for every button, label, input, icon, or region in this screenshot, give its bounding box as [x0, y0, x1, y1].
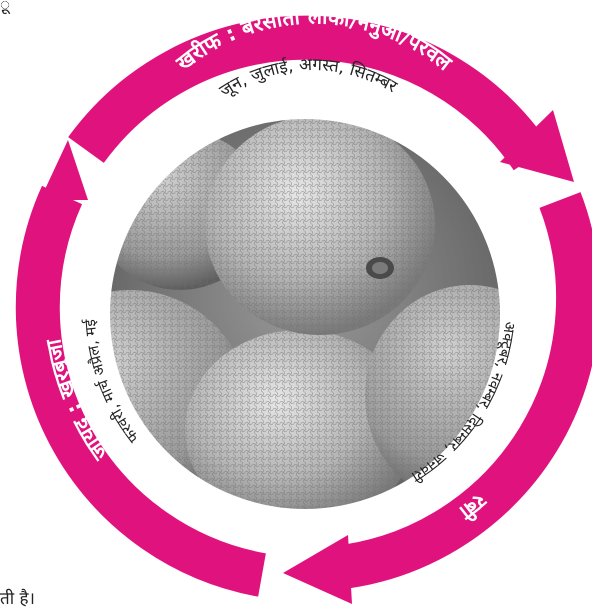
melon-main: [205, 115, 435, 335]
